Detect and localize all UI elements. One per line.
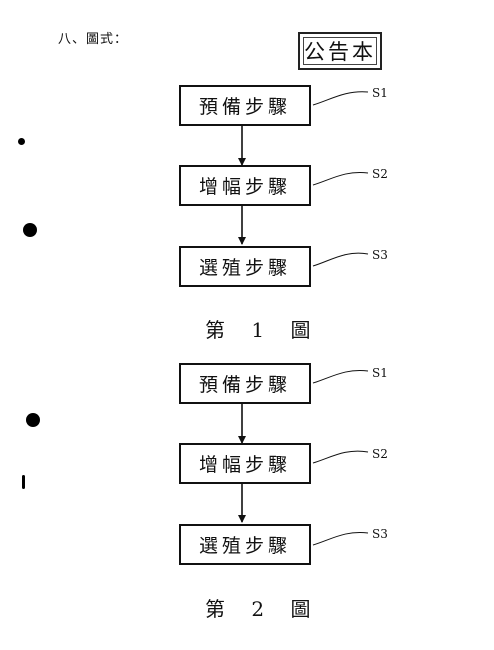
leader-s1 [312,369,369,384]
step-box-prepare: 預備步驟 [179,363,311,404]
scan-speck [23,223,37,237]
announcement-stamp: 公告本 [298,32,382,70]
step-label-s1: S1 [372,86,388,100]
leader-s3 [312,531,369,546]
step-box-amplify: 增幅步驟 [179,443,311,484]
step-label-s2: S2 [372,447,388,461]
figure-caption-1: 第 1 圖 [205,318,321,342]
scan-speck [18,138,25,145]
figure-caption-2: 第 2 圖 [205,597,321,621]
step-label-s3: S3 [372,248,388,262]
scan-speck [26,413,40,427]
step-box-prepare: 預備步驟 [179,85,311,126]
step-box-amplify: 增幅步驟 [179,165,311,206]
leader-s2 [312,171,369,186]
leader-s3 [312,252,369,267]
step-box-clone: 選殖步驟 [179,524,311,565]
step-label-s2: S2 [372,167,388,181]
leader-s1 [312,91,369,106]
section-title: 八、圖式： [58,32,129,47]
step-box-clone: 選殖步驟 [179,246,311,287]
leader-s2 [312,450,369,464]
step-label-s1: S1 [372,366,388,380]
step-label-s3: S3 [372,527,388,541]
scan-speck [22,475,25,489]
